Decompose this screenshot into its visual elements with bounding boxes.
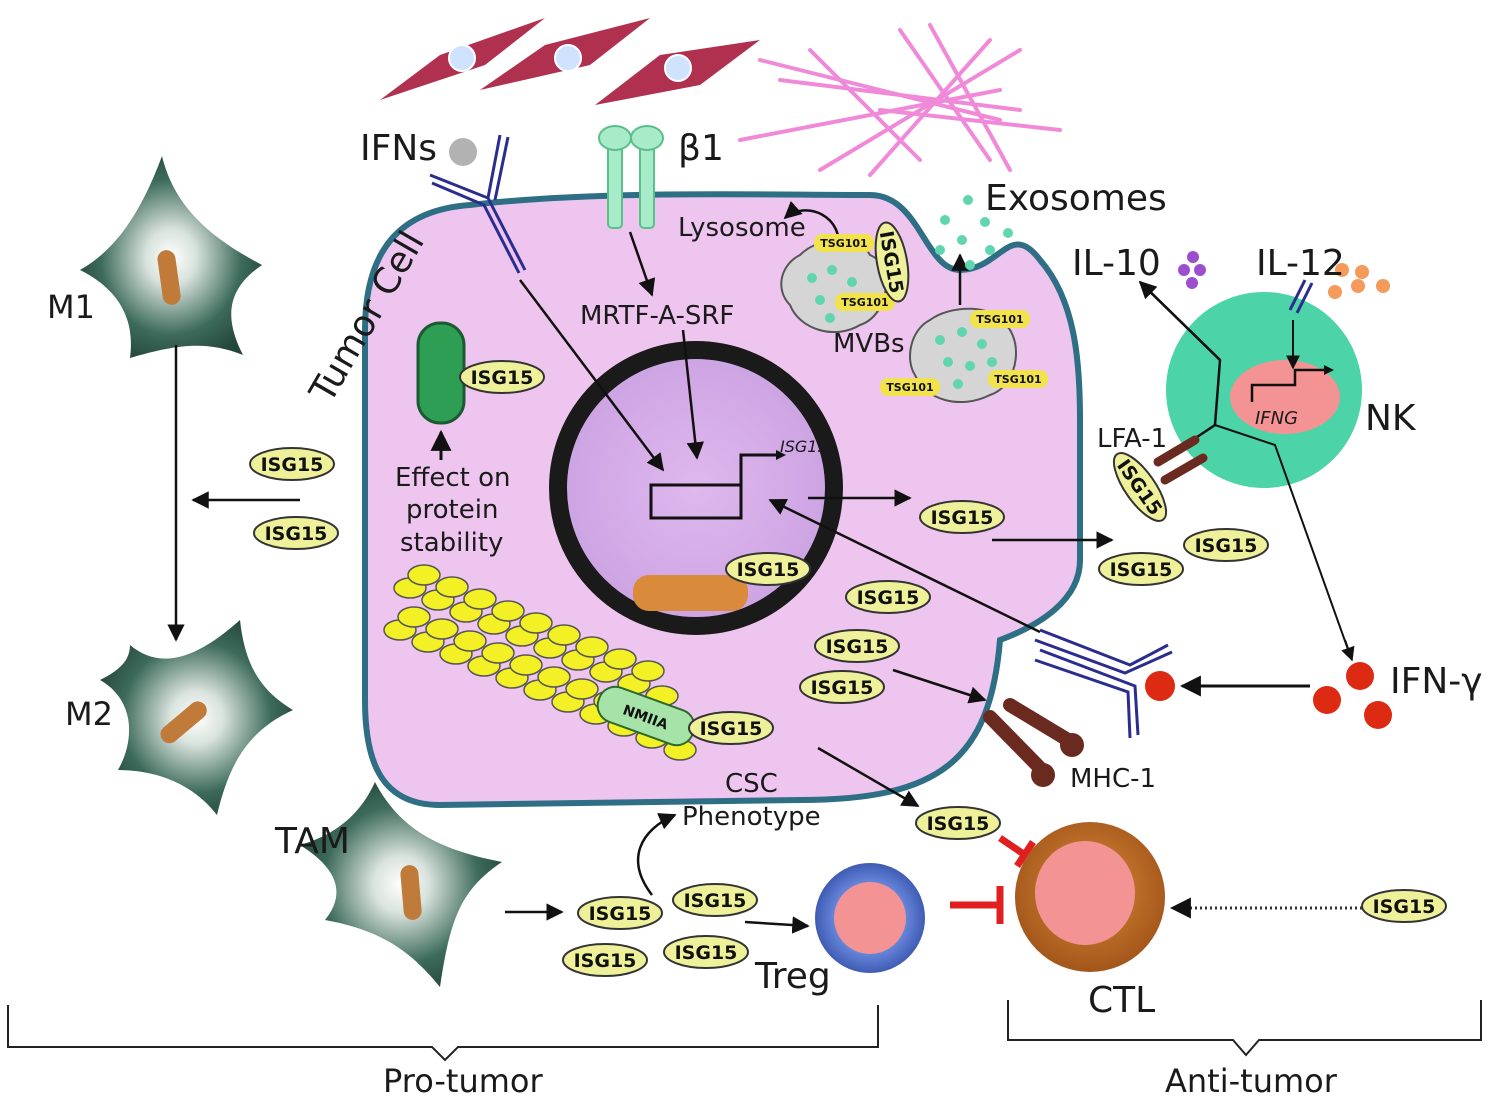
anti-tumor-bracket <box>1007 1000 1482 1057</box>
isg15-text: ISG15 <box>811 677 874 699</box>
isg15-badge: ISG15 <box>663 935 749 969</box>
beta1-label: β1 <box>678 128 724 169</box>
mrtf-label: MRTF-A-SRF <box>580 301 734 331</box>
mvbs-label: MVBs <box>833 329 905 359</box>
effect-label-1: Effect on <box>395 463 510 493</box>
il10-cytokine <box>1178 251 1206 289</box>
nk-nucleus <box>1230 360 1340 434</box>
tsg101-badge: TSG101 <box>814 234 874 252</box>
ifn-receptor <box>429 134 527 274</box>
tsg101-text: TSG101 <box>976 313 1023 326</box>
ifn-gamma-receptor <box>1034 628 1173 739</box>
isg15-text: ISG15 <box>737 559 800 581</box>
isg15-badge: ISG15 <box>814 629 900 663</box>
il12-cytokine <box>1328 263 1390 299</box>
tam-macrophage <box>300 782 502 987</box>
isg15-text: ISG15 <box>589 903 652 925</box>
mhc1-label: MHC-1 <box>1070 764 1156 794</box>
tsg101-badge: TSG101 <box>970 310 1030 328</box>
tsg101-badge: TSG101 <box>835 293 895 311</box>
ctl-label: CTL <box>1088 980 1155 1021</box>
isg15-text: ISG15 <box>826 636 889 658</box>
isg15-badge: ISG15 <box>249 447 335 481</box>
isg15-gene-label: ISG15 <box>780 437 828 456</box>
isg15-badge: ISG15 <box>1361 889 1447 923</box>
isg15-badge: ISG15 <box>459 360 545 394</box>
isg15-text: ISG15 <box>684 890 747 912</box>
nk-label: NK <box>1365 398 1417 439</box>
isg15-text: ISG15 <box>1110 559 1173 581</box>
treg-label: Treg <box>754 956 831 997</box>
isg15-text: ISG15 <box>675 942 738 964</box>
isg15-text: ISG15 <box>700 718 763 740</box>
green-protein <box>416 321 466 425</box>
isg15-text: ISG15 <box>471 367 534 389</box>
exosomes <box>935 195 1013 270</box>
tsg101-text: TSG101 <box>994 373 1041 386</box>
il12-receptor <box>1288 279 1314 314</box>
lfa1-receptor <box>1153 435 1208 485</box>
lfa1-label: LFA-1 <box>1097 424 1167 454</box>
isg15-badge: ISG15 <box>845 580 931 614</box>
beta1-integrin <box>598 125 664 229</box>
effect-label-3: stability <box>400 528 503 558</box>
m1-label: M1 <box>47 288 95 326</box>
ifn-ligand <box>449 138 477 166</box>
isg15-text: ISG15 <box>1195 535 1258 557</box>
csc-label-1: CSC <box>725 769 778 799</box>
isg15-badge: ISG15 <box>688 711 774 745</box>
csc-label-2: Phenotype <box>682 802 821 832</box>
tsg101-badge: TSG101 <box>880 378 940 396</box>
isg15-badges: ISG15ISG15ISG15ISG15ISG15ISG15ISG15ISG15… <box>249 360 1447 977</box>
m2-macrophage <box>100 620 293 815</box>
tsg101-badge: TSG101 <box>988 370 1048 388</box>
exosomes-label: Exosomes <box>985 178 1167 219</box>
isg15-badge: ISG15 <box>253 516 339 550</box>
pro-tumor-label: Pro-tumor <box>383 1062 543 1100</box>
ifn-gamma <box>1313 662 1392 729</box>
nmiia-protein: NMIIA <box>596 685 696 747</box>
collagen-fibers <box>738 23 1062 177</box>
mhc1-receptor <box>983 698 1075 775</box>
ifn-gamma-label: IFN-γ <box>1390 661 1483 702</box>
ifng-gene-label: IFNG <box>1255 408 1298 429</box>
isg15-badge: ISG15 <box>1183 528 1269 562</box>
isg15-text: ISG15 <box>265 523 328 545</box>
ifns-label: IFNs <box>360 128 437 169</box>
tam-label: TAM <box>274 821 350 862</box>
isg15-text: ISG15 <box>931 507 994 529</box>
tsg101-text: TSG101 <box>841 296 888 309</box>
isg15-badge: ISG15 <box>799 670 885 704</box>
m1-macrophage <box>80 156 262 358</box>
isg15-text: ISG15 <box>927 813 990 835</box>
isg15-badge: ISG15 <box>562 943 648 977</box>
fibroblasts <box>380 18 760 105</box>
m2-label: M2 <box>65 695 113 733</box>
il12-label: IL-12 <box>1256 243 1345 284</box>
il10-label: IL-10 <box>1072 243 1161 284</box>
nuclear-protein <box>633 575 748 611</box>
isg15-badge: ISG15 <box>577 896 663 930</box>
isg15-badge: ISG15 <box>672 883 758 917</box>
anti-tumor-label: Anti-tumor <box>1165 1062 1338 1100</box>
isg15-text: ISG15 <box>1373 896 1436 918</box>
isg15-badge: ISG15 <box>725 552 811 586</box>
pro-tumor-bracket <box>7 1005 879 1062</box>
isg15-badge: ISG15 <box>919 500 1005 534</box>
isg15-badge: ISG15 <box>1098 552 1184 586</box>
tsg101-text: TSG101 <box>886 381 933 394</box>
effect-label-2: protein <box>406 495 498 525</box>
isg15-text: ISG15 <box>574 950 637 972</box>
tsg101-text: TSG101 <box>820 237 867 250</box>
isg15-text: ISG15 <box>857 587 920 609</box>
ifn-gamma-bound <box>1145 671 1175 701</box>
isg15-text: ISG15 <box>261 454 324 476</box>
isg15-badge: ISG15 <box>915 806 1001 840</box>
isg15-gene-promoter <box>649 453 782 520</box>
